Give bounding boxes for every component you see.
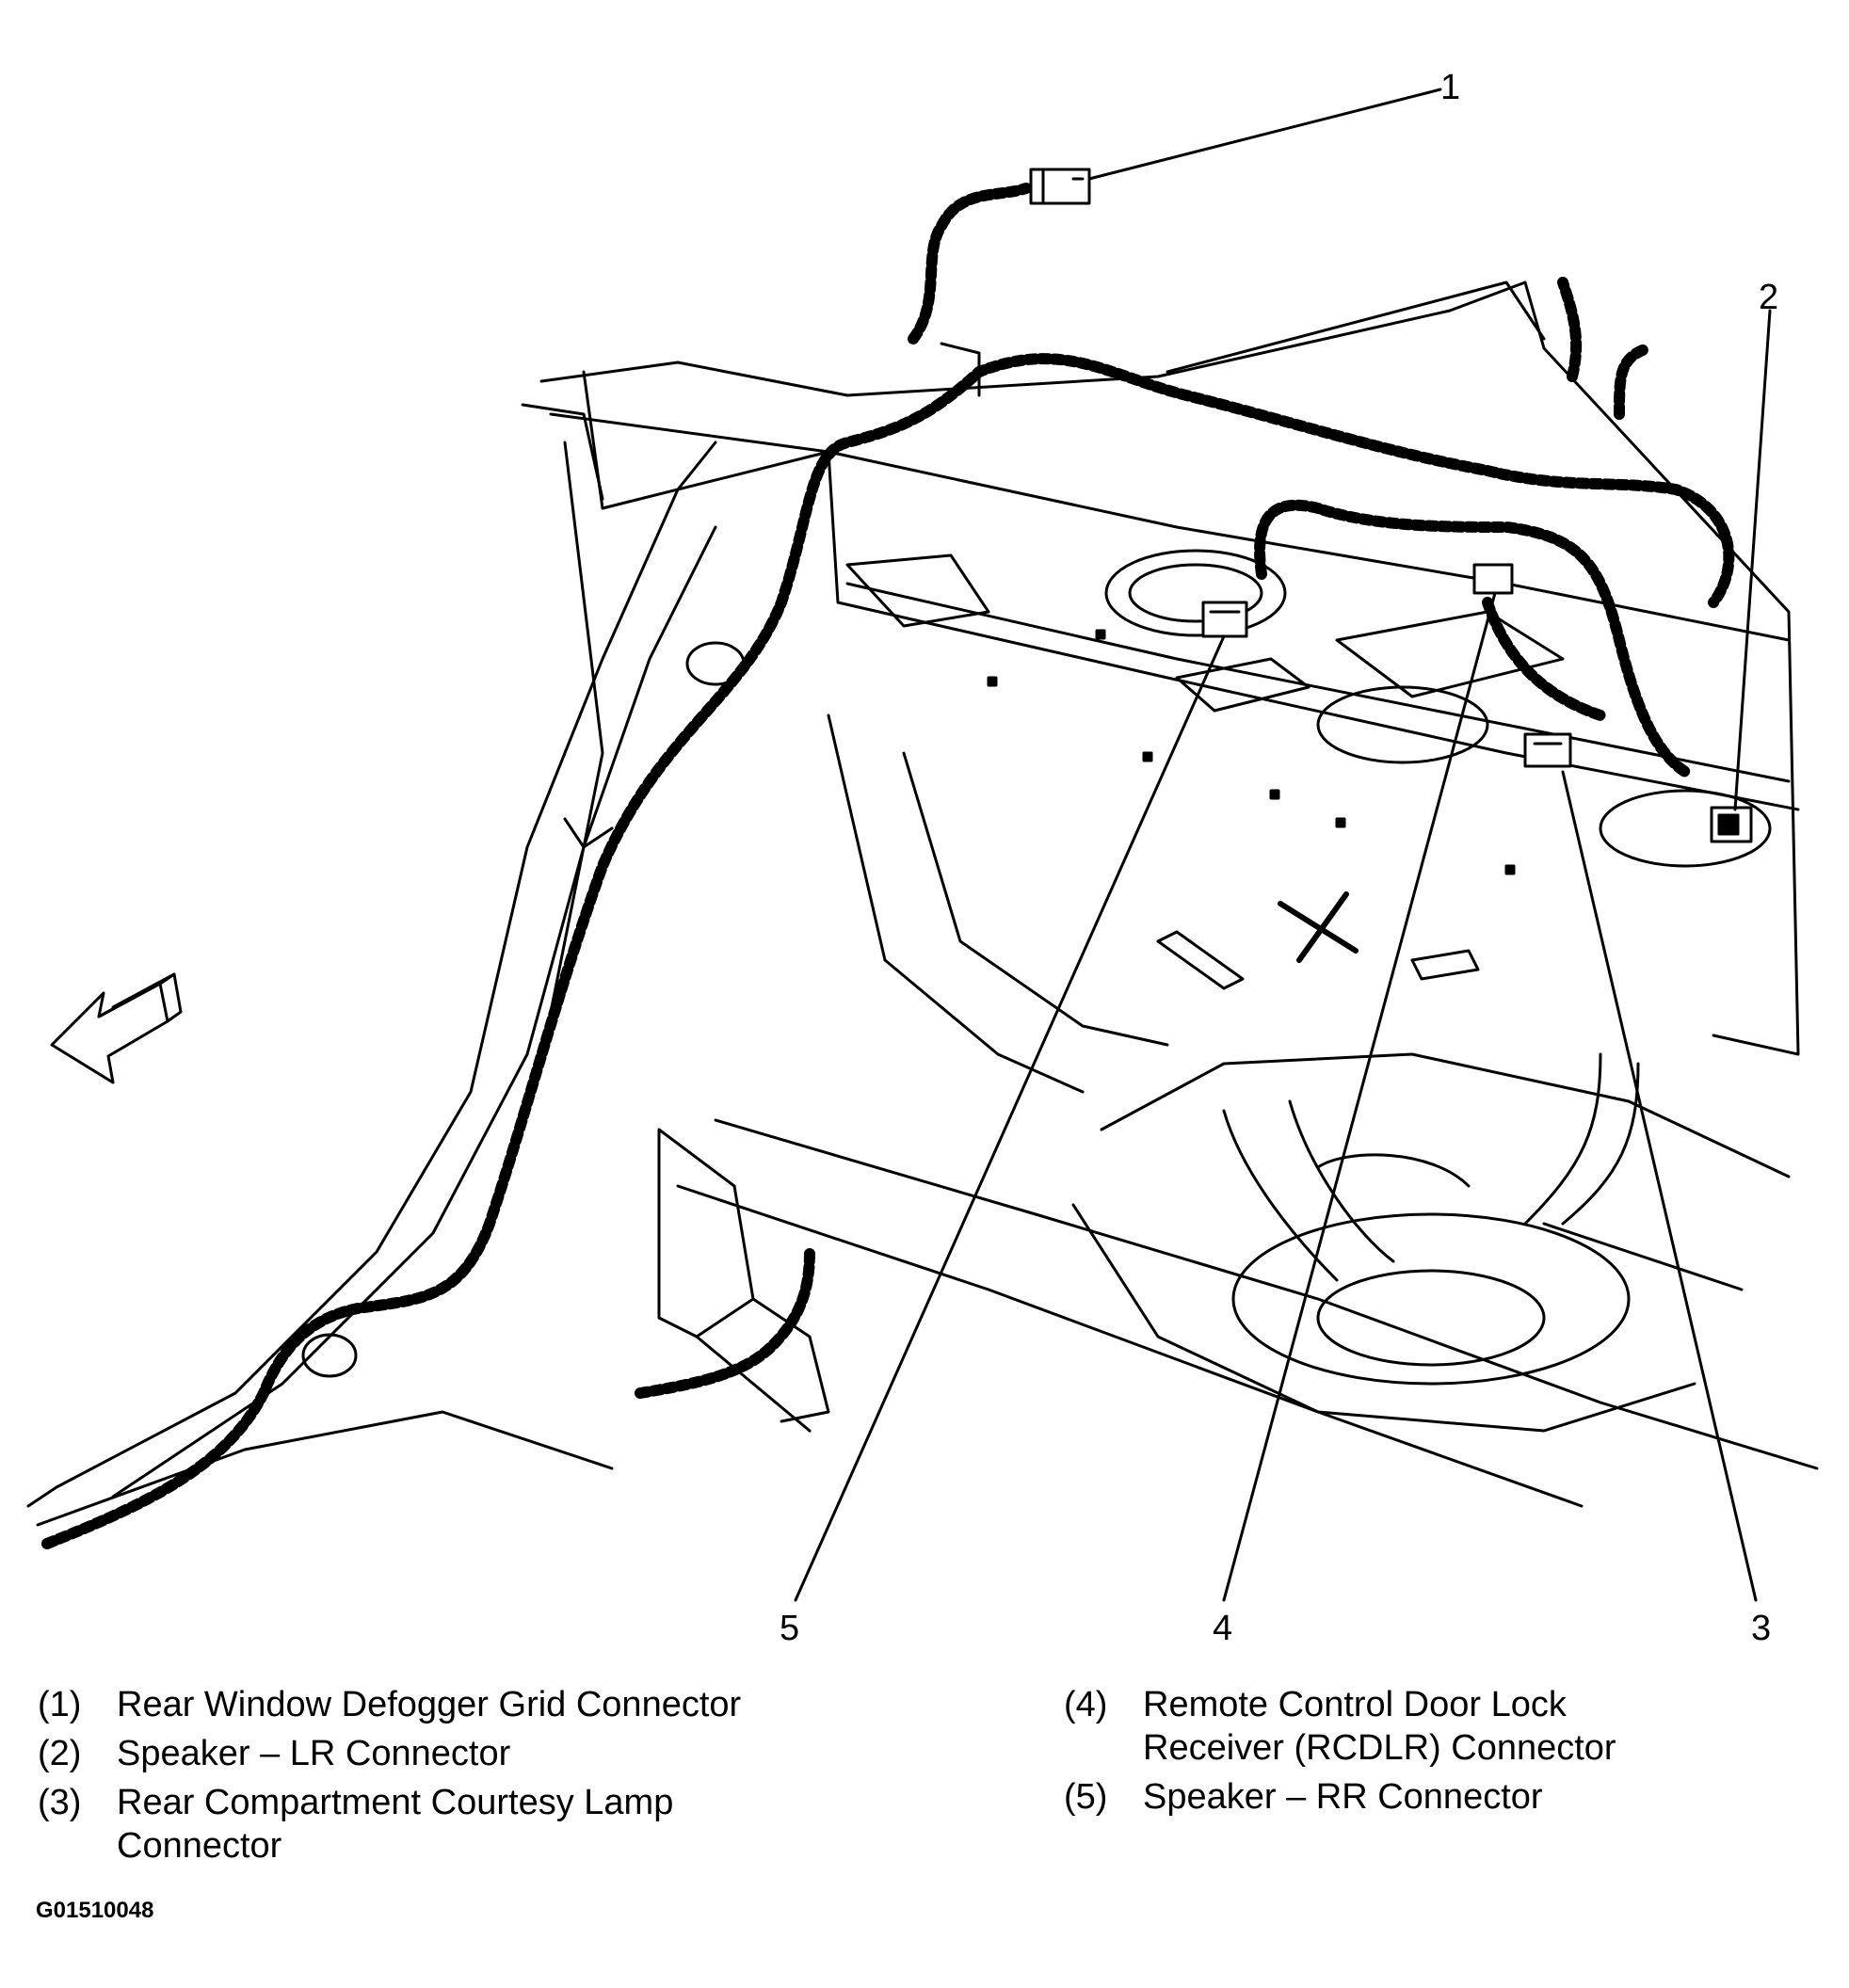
legend-item-2: (2) Speaker – LR Connector bbox=[38, 1732, 979, 1775]
callout-3: 3 bbox=[1751, 1609, 1771, 1648]
wiring-harness-illustration: 1 2 3 4 5 bbox=[26, 68, 1819, 1648]
connector-5-speaker-rr bbox=[1201, 601, 1248, 638]
legend-text: Rear Window Defogger Grid Connector bbox=[117, 1685, 742, 1724]
connector-1-defogger bbox=[1029, 168, 1091, 205]
front-direction-arrow-icon bbox=[50, 972, 183, 1084]
package-shelf bbox=[539, 281, 1800, 1056]
legend-right-column: (4) Remote Control Door Lock Receiver (R… bbox=[1064, 1683, 1836, 1824]
legend-text: Rear Compartment Courtesy Lamp Connector bbox=[117, 1783, 674, 1866]
connector-4-rcdlr bbox=[1472, 563, 1514, 595]
legend-item-5: (5) Speaker – RR Connector bbox=[1064, 1775, 1836, 1819]
connector-3-courtesy-lamp bbox=[1523, 732, 1572, 768]
legend-item-4: (4) Remote Control Door Lock Receiver (R… bbox=[1064, 1683, 1836, 1770]
legend-item-3: (3) Rear Compartment Courtesy Lamp Conne… bbox=[38, 1781, 979, 1868]
legend-text: Speaker – RR Connector bbox=[1143, 1777, 1543, 1817]
legend-number: (2) bbox=[38, 1734, 82, 1773]
legend-item-1: (1) Rear Window Defogger Grid Connector bbox=[38, 1683, 979, 1726]
legend-text: Remote Control Door Lock Receiver (RCDLR… bbox=[1143, 1685, 1616, 1768]
figure-id: G01510048 bbox=[36, 1898, 154, 1923]
legend-number: (4) bbox=[1064, 1685, 1108, 1724]
support-brackets bbox=[657, 1128, 830, 1433]
callout-4: 4 bbox=[1213, 1609, 1232, 1648]
wiring-harness bbox=[41, 183, 1735, 1549]
legend-number: (5) bbox=[1064, 1777, 1108, 1817]
callout-1: 1 bbox=[1440, 68, 1460, 107]
legend-left-column: (1) Rear Window Defogger Grid Connector … bbox=[38, 1683, 979, 1873]
callout-2: 2 bbox=[1759, 278, 1778, 317]
callout-leaders bbox=[794, 88, 1772, 1602]
legend-text: Speaker – LR Connector bbox=[117, 1734, 511, 1773]
connector-2-speaker-lr bbox=[1710, 806, 1753, 843]
callout-5: 5 bbox=[780, 1609, 799, 1648]
legend-number: (1) bbox=[38, 1685, 82, 1724]
left-quarter-panel bbox=[26, 403, 746, 1527]
trunk-floor bbox=[676, 713, 1819, 1508]
legend-number: (3) bbox=[38, 1783, 82, 1822]
